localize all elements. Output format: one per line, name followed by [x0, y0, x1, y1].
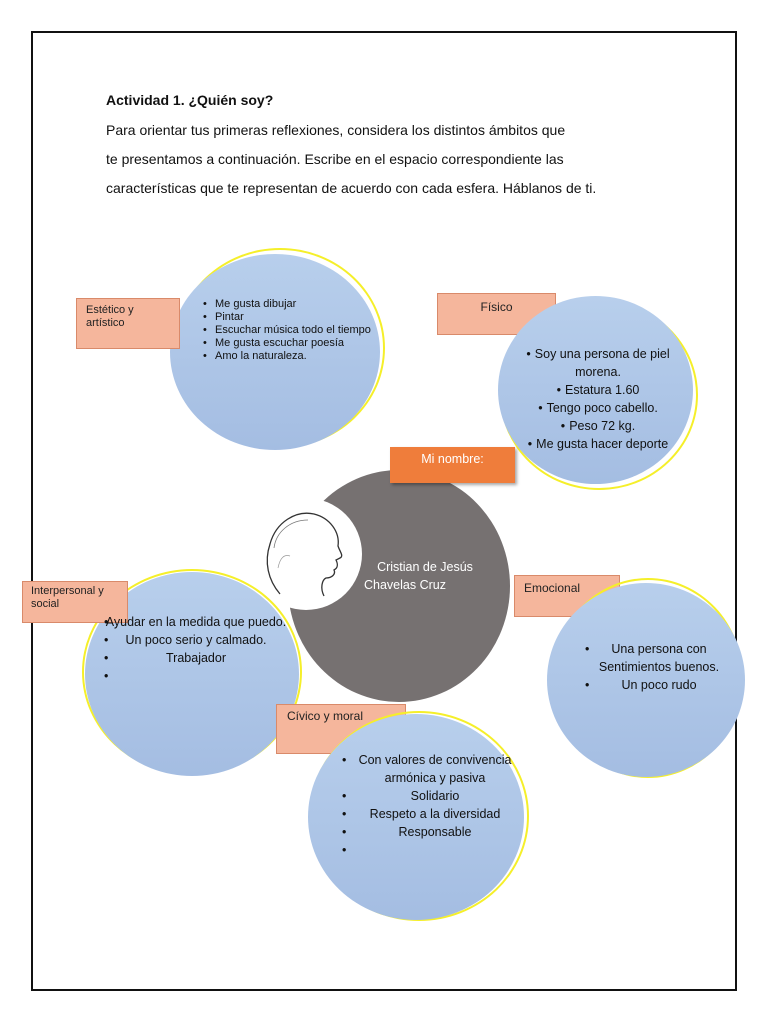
list-item: Con valores de convivencia armónica y pa… — [342, 751, 528, 787]
list-item: Tengo poco cabello. — [508, 399, 688, 417]
estetico-label: Estético y artístico — [76, 298, 180, 349]
student-name: Cristian de Jesús Chavelas Cruz — [360, 558, 490, 594]
list-item: Responsable — [342, 823, 528, 841]
civico-list: Con valores de convivencia armónica y pa… — [342, 751, 528, 859]
name-label: Mi nombre: — [390, 447, 515, 483]
list-item: Respeto a la diversidad — [342, 805, 528, 823]
estetico-label-line1: Estético y — [86, 304, 134, 316]
interpersonal-label-line1: Interpersonal y — [31, 585, 104, 597]
intro-line-3: características que te representan de ac… — [106, 180, 597, 196]
list-item: Me gusta hacer deporte — [508, 435, 688, 453]
page-border — [31, 31, 737, 991]
list-item: Me gusta escuchar poesía — [203, 337, 379, 350]
list-item: Amo la naturaleza. — [203, 350, 379, 363]
interpersonal-label-line2: social — [31, 598, 60, 610]
name-line2: Chavelas Cruz — [364, 578, 446, 592]
list-item: Soy una persona de piel morena. — [508, 345, 688, 381]
fisico-list: Soy una persona de piel morena. Estatura… — [508, 345, 688, 453]
head-profile-icon — [266, 512, 343, 597]
list-item: Me gusta dibujar — [203, 298, 379, 311]
list-item: Solidario — [342, 787, 528, 805]
intro-line-1: Para orientar tus primeras reflexiones, … — [106, 122, 566, 138]
interpersonal-list: Ayudar en la medida que puedo. Un poco s… — [104, 613, 288, 685]
estetico-list: Me gusta dibujar Pintar Escuchar música … — [203, 298, 379, 363]
list-item: Un poco rudo — [585, 676, 733, 694]
face-panel — [250, 498, 362, 610]
list-item: Trabajador — [104, 649, 288, 667]
estetico-label-line2: artístico — [86, 317, 125, 329]
emocional-list: Una persona con Sentimientos buenos. Un … — [585, 640, 733, 694]
name-line1: Cristian de Jesús — [377, 560, 473, 574]
list-item: Escuchar música todo el tiempo — [203, 324, 379, 337]
list-item: Estatura 1.60 — [508, 381, 688, 399]
list-item: Ayudar en la medida que puedo. — [104, 613, 288, 631]
intro-line-2: te presentamos a continuación. Escribe e… — [106, 151, 564, 167]
list-item: Pintar — [203, 311, 379, 324]
list-item: Un poco serio y calmado. — [104, 631, 288, 649]
activity-title: Actividad 1. ¿Quién soy? — [106, 92, 274, 108]
list-item: Una persona con Sentimientos buenos. — [585, 640, 733, 676]
list-item: Peso 72 kg. — [508, 417, 688, 435]
